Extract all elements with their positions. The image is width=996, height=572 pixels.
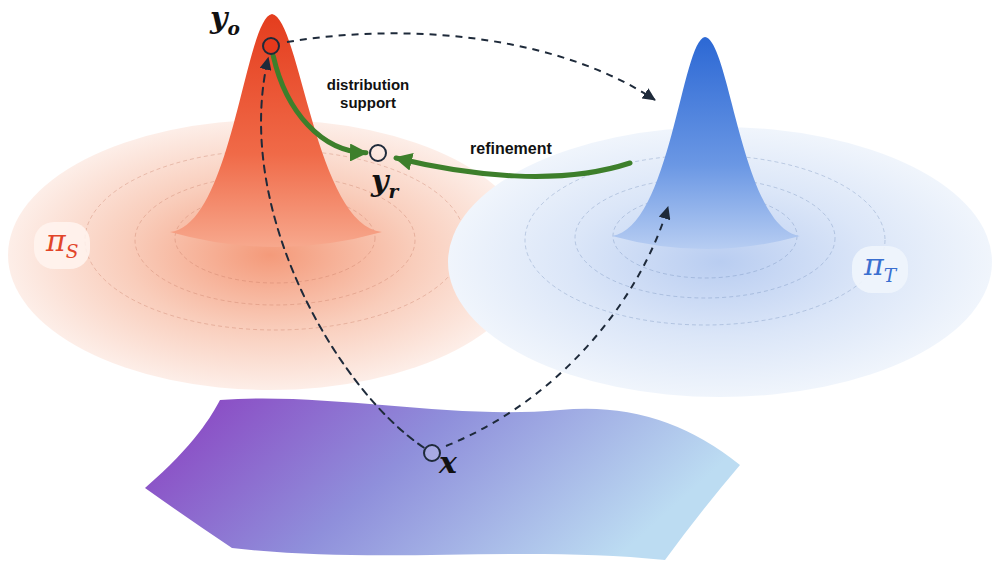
symbol-text: π bbox=[864, 247, 884, 282]
subscript-text: o bbox=[227, 18, 239, 39]
source-policy-badge: πS bbox=[34, 222, 90, 269]
dashed-arrow bbox=[261, 58, 424, 448]
symbol-text: π bbox=[46, 223, 66, 258]
target-policy-badge: πT bbox=[852, 246, 908, 293]
point-label: x bbox=[439, 448, 457, 478]
symbol-text: y bbox=[371, 163, 388, 198]
arrow-label: distribution support bbox=[316, 76, 420, 112]
symbol-text: x bbox=[439, 445, 457, 480]
arrow-label: refinement bbox=[470, 140, 552, 158]
output-point: yo bbox=[262, 37, 280, 55]
subscript-text: r bbox=[388, 181, 398, 202]
point-label: yr bbox=[371, 166, 398, 201]
point-label: yo bbox=[210, 3, 240, 38]
subscript-text: S bbox=[66, 241, 79, 262]
symbol-text: y bbox=[210, 0, 227, 35]
refined-point: yr bbox=[369, 144, 387, 162]
subscript-text: T bbox=[884, 265, 896, 286]
input-point: x bbox=[423, 444, 441, 462]
